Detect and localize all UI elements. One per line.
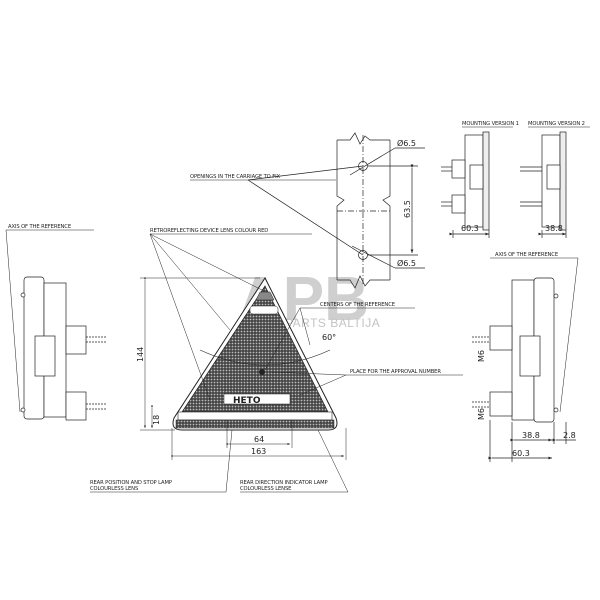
- label-rear-position-1: REAR POSITION AND STOP LAMP: [90, 480, 172, 486]
- dim-overall-width: 163: [251, 447, 266, 456]
- label-mounting-v1: MOUNTING VERSION 1: [462, 121, 519, 127]
- lamp-logo: HETO: [233, 396, 261, 406]
- label-axis-left: AXIS OF THE REFERENCE: [8, 224, 71, 230]
- right-side-view: [472, 277, 576, 462]
- triangle-leader-lines: [90, 233, 463, 493]
- left-side-view: [20, 276, 106, 421]
- dim-right-inner: 38.8: [522, 431, 540, 440]
- label-axis-right: AXIS OF THE REFERENCE: [495, 252, 558, 258]
- label-mounting-v2: MOUNTING VERSION 2: [528, 121, 585, 127]
- dim-mv2-depth: 38.8: [545, 224, 563, 233]
- dim-hole-top: Ø6.5: [397, 138, 416, 148]
- label-rear-position-2: COLOURLESS LENS: [90, 486, 138, 492]
- dim-angle: 60°: [322, 333, 336, 342]
- label-approval: PLACE FOR THE APPROVAL NUMBER: [350, 369, 441, 375]
- mounting-v1-side-view: [441, 131, 490, 238]
- label-rear-direction-2: COLOURLESS LENSE: [240, 486, 291, 492]
- watermark-sub: PARTS BALTIJA: [285, 316, 380, 330]
- dim-mv1-depth: 60.3: [461, 224, 479, 233]
- dim-right-total: 60.3: [512, 449, 530, 458]
- dim-hole-bottom: Ø6.5: [397, 258, 416, 268]
- mounting-v2-side-view: [520, 131, 567, 238]
- triangle-front-view: HETO: [172, 277, 338, 431]
- label-retroreflecting: RETROREFLECTING DEVICE LENS COLOUR RED: [150, 228, 268, 234]
- dim-thread-top: M6: [477, 350, 486, 362]
- mounting-holes-detail: [247, 132, 425, 289]
- label-rear-direction-1: REAR DIRECTION INDICATOR LAMP: [240, 480, 328, 486]
- dim-height: 144: [136, 347, 145, 362]
- dim-base-strip: 18: [152, 415, 161, 425]
- dim-right-lip: 2.8: [563, 431, 576, 440]
- dim-hole-spacing: 63.5: [403, 200, 412, 218]
- label-centers: CENTERS OF THE REFERENCE: [320, 302, 395, 308]
- dim-center-width: 64: [254, 435, 264, 444]
- dim-thread-bottom: M6: [477, 408, 486, 420]
- label-openings: OPENINGS IN THE CARRIAGE TO FIX: [190, 174, 281, 180]
